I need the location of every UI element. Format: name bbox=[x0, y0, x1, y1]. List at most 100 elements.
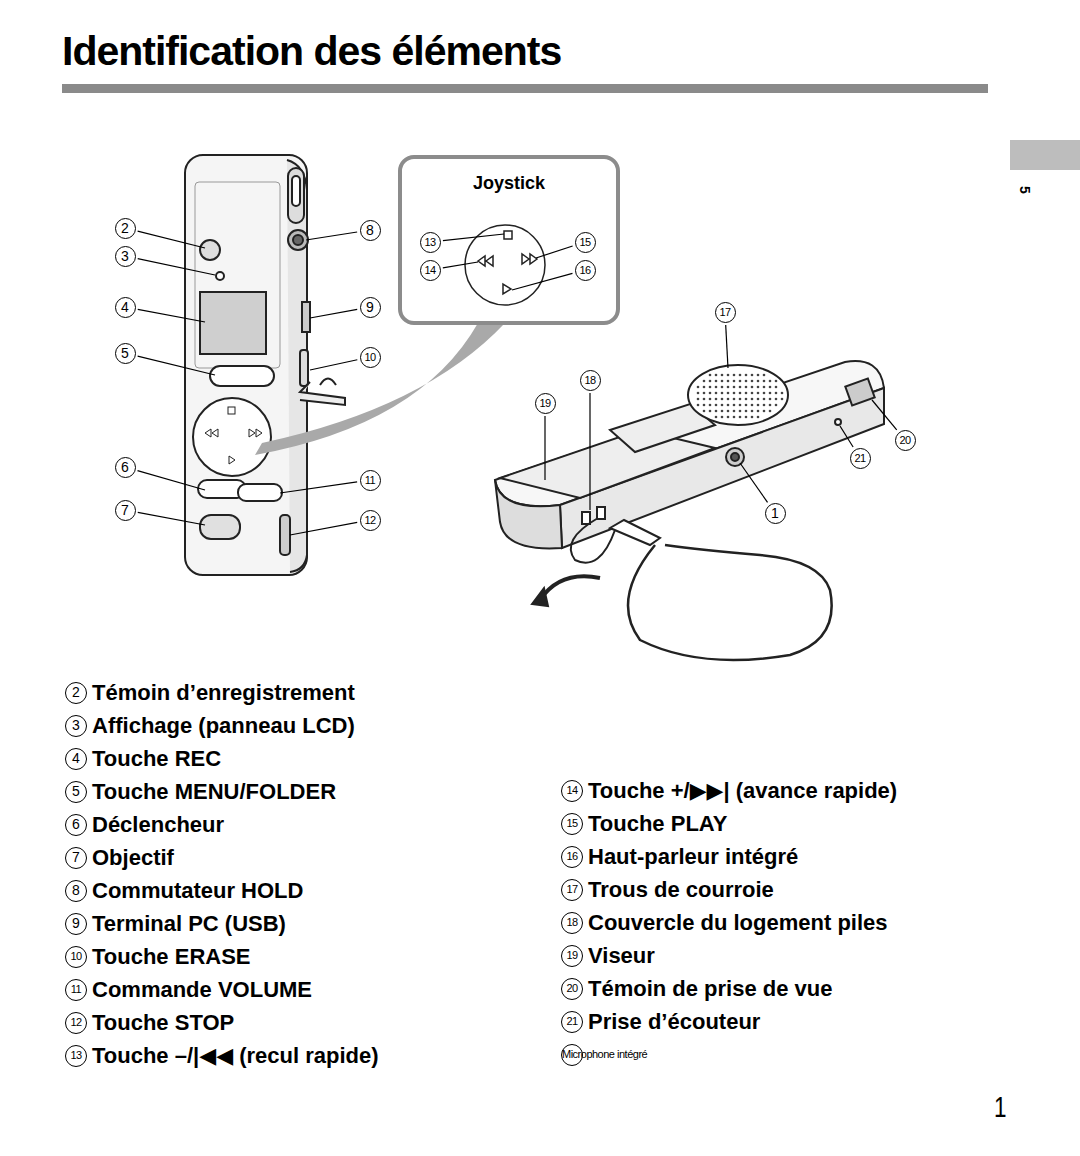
grille-hole bbox=[757, 404, 760, 407]
grille-hole bbox=[751, 380, 754, 383]
grille-hole bbox=[721, 386, 724, 389]
leader-line bbox=[138, 512, 205, 525]
leader-line bbox=[310, 360, 357, 370]
grille-hole bbox=[781, 398, 784, 401]
grille-hole bbox=[775, 386, 778, 389]
part-name: Touche –/|◀◀ (recul rapide) bbox=[92, 1042, 379, 1070]
grille-hole bbox=[703, 386, 706, 389]
part-name: Trous de courroie bbox=[588, 876, 774, 904]
callout-number: 14 bbox=[420, 260, 441, 281]
grille-hole bbox=[745, 404, 748, 407]
part-name: Commutateur HOLD bbox=[92, 877, 303, 905]
grille-hole bbox=[715, 374, 718, 377]
list-number: 9 bbox=[65, 913, 87, 935]
grille-hole bbox=[745, 392, 748, 395]
grille-hole bbox=[739, 410, 742, 413]
grille-hole bbox=[715, 404, 718, 407]
grille-hole bbox=[763, 398, 766, 401]
leader-line bbox=[138, 309, 205, 322]
grille-hole bbox=[769, 404, 772, 407]
grille-hole bbox=[703, 410, 706, 413]
grille-hole bbox=[733, 398, 736, 401]
leader-line bbox=[536, 246, 573, 258]
grille-hole bbox=[727, 404, 730, 407]
callout-number: 8 bbox=[360, 220, 381, 241]
callout-number: 21 bbox=[850, 448, 871, 469]
grille-hole bbox=[697, 392, 700, 395]
grille-hole bbox=[727, 392, 730, 395]
grille-hole bbox=[763, 404, 766, 407]
callout-number: 9 bbox=[360, 297, 381, 318]
grille-hole bbox=[727, 398, 730, 401]
part-name: Touche PLAY bbox=[588, 810, 727, 838]
grille-hole bbox=[739, 386, 742, 389]
grille-hole bbox=[739, 392, 742, 395]
grille-hole bbox=[745, 410, 748, 413]
grille-hole bbox=[739, 398, 742, 401]
callout-number: 15 bbox=[575, 232, 596, 253]
grille-hole bbox=[709, 398, 712, 401]
grille-hole bbox=[769, 410, 772, 413]
part-name: Touche +/▶▶| (avance rapide) bbox=[588, 777, 897, 805]
grille-hole bbox=[721, 404, 724, 407]
grille-hole bbox=[763, 380, 766, 383]
inset-title: Joystick bbox=[402, 173, 616, 194]
callout-number: 6 bbox=[115, 457, 136, 478]
list-number: 19 bbox=[561, 945, 583, 967]
grille-hole bbox=[721, 416, 724, 419]
grille-hole bbox=[757, 386, 760, 389]
grille-hole bbox=[757, 374, 760, 377]
grille-hole bbox=[703, 398, 706, 401]
grille-hole bbox=[727, 374, 730, 377]
recorder-front bbox=[185, 155, 345, 575]
list-number: 10 bbox=[65, 946, 87, 968]
grille-hole bbox=[715, 398, 718, 401]
list-number: 16 bbox=[561, 846, 583, 868]
grille-hole bbox=[709, 386, 712, 389]
grille-hole bbox=[781, 392, 784, 395]
grille-hole bbox=[751, 374, 754, 377]
part-name: Témoin de prise de vue bbox=[588, 975, 833, 1003]
list-number: 5 bbox=[65, 781, 87, 803]
list-number: 20 bbox=[561, 978, 583, 1000]
grille-hole bbox=[739, 374, 742, 377]
grille-hole bbox=[709, 410, 712, 413]
leader-line bbox=[726, 325, 728, 368]
leader-line bbox=[872, 400, 897, 430]
leader-line bbox=[138, 356, 215, 375]
callout-number: 17 bbox=[715, 302, 736, 323]
list-number: 13 bbox=[65, 1045, 87, 1067]
grille-hole bbox=[715, 416, 718, 419]
callout-number: 5 bbox=[115, 343, 136, 364]
leader-line bbox=[740, 463, 768, 502]
grille-hole bbox=[757, 398, 760, 401]
part-name: Couvercle du logement piles bbox=[588, 909, 888, 937]
side-tab bbox=[1010, 140, 1080, 170]
grille-hole bbox=[751, 410, 754, 413]
leader-line bbox=[306, 232, 357, 240]
part-name: Prise d’écouteur bbox=[588, 1008, 760, 1036]
grille-hole bbox=[739, 380, 742, 383]
grille-hole bbox=[745, 374, 748, 377]
part-name: Terminal PC (USB) bbox=[92, 910, 286, 938]
list-number: 18 bbox=[561, 912, 583, 934]
grille-hole bbox=[751, 392, 754, 395]
recorder-back bbox=[495, 361, 884, 660]
grille-hole bbox=[715, 386, 718, 389]
grille-hole bbox=[721, 410, 724, 413]
callout-number: 3 bbox=[115, 246, 136, 267]
leader-line bbox=[589, 393, 590, 510]
grille-hole bbox=[775, 404, 778, 407]
grille-hole bbox=[697, 398, 700, 401]
list-number: 4 bbox=[65, 748, 87, 770]
grille-hole bbox=[739, 404, 742, 407]
grille-hole bbox=[757, 416, 760, 419]
grille-hole bbox=[709, 380, 712, 383]
callout-number: 20 bbox=[895, 430, 916, 451]
side-tab-text: 5 bbox=[1017, 186, 1033, 194]
grille-hole bbox=[709, 392, 712, 395]
grille-hole bbox=[763, 386, 766, 389]
grille-hole bbox=[733, 404, 736, 407]
grille-hole bbox=[727, 416, 730, 419]
leader-line bbox=[544, 416, 545, 480]
